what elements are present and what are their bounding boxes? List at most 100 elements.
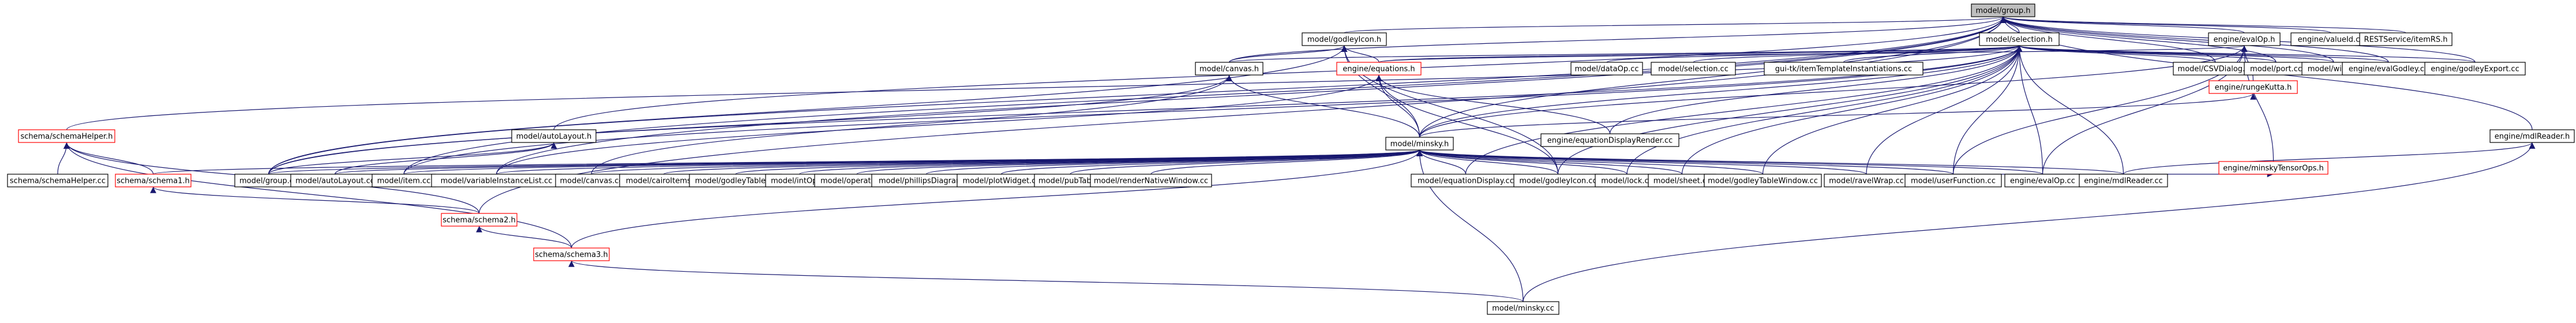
node-restservice-cc[interactable]: RESTService/itemRS.h [2359,32,2453,46]
node-label: model/sheet.cc [1653,177,1711,186]
edge-ravelWrap-cc-to-minsky-h [1416,149,1867,175]
edge-minsky-h-to-canvas-h [1226,74,1420,138]
node-csvdialog-cc[interactable]: model/CSVDialog.cc [2173,62,2258,76]
node-schema1-h[interactable]: schema/schema1.h [115,174,192,187]
node-eqDisplay-cc[interactable]: model/equationDisplay.cc [1411,174,1521,187]
node-evalOp-h[interactable]: engine/evalOp.h [2208,32,2281,46]
node-label: engine/equations.h [1343,65,1415,74]
node-label: model/autoLayout.h [516,133,592,141]
node-godleyIcon-cc[interactable]: model/godleyIcon.cc [1513,174,1603,187]
node-godleyIcon-h[interactable]: model/godleyIcon.h [1302,32,1387,46]
node-label: model/group.h [1976,7,2031,16]
edge-wire-cc-to-group-h [2000,16,2334,63]
node-box [7,174,108,187]
edge-sheet-cc-to-selection-h [1681,45,2023,175]
edge-mdlReader-cc-to-minsky-h [1416,149,2124,175]
node-label: model/godleyIcon.h [1307,36,1381,44]
node-schema2-h[interactable]: schema/schema2.h [441,213,518,227]
node-label: model/pubTab.cc [1038,177,1102,186]
node-label: engine/evalGodley.cc [2349,65,2428,74]
node-label: model/variableInstanceList.cc [441,177,553,186]
edge-evalOp-cc-to-minsky-h [1416,149,2043,175]
node-label: engine/evalOp.cc [2010,177,2075,186]
edge-group-cc-to-group-h [268,16,2007,175]
edge-minsky-h-to-selection-h [1419,45,2023,138]
edge-group-cc-to-canvas-h [268,74,1232,175]
node-group-h[interactable]: model/group.h [1971,3,2035,17]
node-schema3-h[interactable]: schema/schema3.h [533,247,610,261]
edge-eqDisplayRender-cc-to-equations-h [1375,74,1611,134]
node-godleyTable-cc[interactable]: model/godleyTable.cc [689,174,782,187]
edge-lock-cc-to-selection-h [1626,45,2023,175]
edge-pubTab-cc-to-minsky-h [1070,149,1423,175]
node-item-cc[interactable]: model/item.cc [372,174,436,187]
node-evalGodley-cc[interactable]: engine/evalGodley.cc [2342,62,2435,76]
node-label: model/canvas.h [1199,65,1259,74]
node-box [1090,174,1212,187]
node-autoLayout-h[interactable]: model/autoLayout.h [511,129,597,143]
node-ravelWrap-cc[interactable]: model/ravelWrap.cc [1824,174,1909,187]
node-renderNative-cc[interactable]: model/renderNativeWindow.cc [1090,174,1212,187]
node-minsky-cc[interactable]: model/minsky.cc [1487,301,1559,315]
node-box [1904,174,2002,187]
node-schemaHelper-cc[interactable]: schema/schemaHelper.cc [7,174,108,187]
node-label: engine/evalOp.h [2214,36,2275,44]
node-varInstList-cc[interactable]: model/variableInstanceList.cc [431,174,562,187]
node-minskyTensorOps-h[interactable]: engine/minskyTensorOps.h [2218,161,2328,175]
node-label: engine/godleyExport.cc [2431,65,2519,74]
node-box [2489,129,2575,143]
node-godleyTableWindow-cc[interactable]: model/godleyTableWindow.cc [1704,174,1822,187]
node-box [1704,174,1822,187]
node-label: model/item.cc [377,177,431,186]
node-mdlReader-cc[interactable]: engine/mdlReader.cc [2079,174,2168,187]
node-box [533,247,610,261]
edge-godleyIcon-cc-to-minsky-h [1416,149,1559,175]
node-minsky-h[interactable]: model/minsky.h [1385,137,1454,151]
node-label: model/cairoItems.cc [626,177,702,186]
node-selection-h[interactable]: model/selection.h [1979,32,2060,46]
node-label: model/canvas.cc [560,177,623,186]
node-selection-cc[interactable]: model/selection.cc [1651,62,1736,76]
node-dataOp-cc[interactable]: model/dataOp.cc [1570,62,1643,76]
node-godleyExport-cc[interactable]: engine/godleyExport.cc [2424,62,2526,76]
node-autoLayout-cc[interactable]: model/autoLayout.cc [290,174,380,187]
node-userFunction-cc[interactable]: model/userFunction.cc [1904,174,2002,187]
edge-autoLayout-h-to-group-h [553,16,2007,130]
node-rungeKutta-h[interactable]: engine/rungeKutta.h [2208,80,2298,94]
node-label: schema/schema3.h [535,251,608,260]
node-cairoItems-cc[interactable]: model/cairoItems.cc [619,174,708,187]
node-plotWidget-cc[interactable]: model/plotWidget.cc [957,174,1046,187]
node-phillipsDiagram-cc[interactable]: model/phillipsDiagram.cc [871,174,981,187]
edge-userFunction-cc-to-selection-h [1952,45,2023,175]
edge-canvas-cc-to-minsky-h [591,149,1423,175]
edge-schema3-h-to-schema2-h [476,226,572,249]
node-schemaHelper-h[interactable]: schema/schemaHelper.h [18,129,115,143]
node-equations-h[interactable]: engine/equations.h [1336,62,1422,76]
node-tkinst-cc[interactable]: gui-tk/itemTemplateInstantiations.cc [1764,62,1923,76]
node-mdlReader-h[interactable]: engine/mdlReader.h [2489,129,2575,143]
edge-valueId-cc-to-group-h [2000,16,2331,33]
node-box [1540,133,1679,147]
node-box [2208,32,2281,46]
node-canvas-h[interactable]: model/canvas.h [1195,62,1263,76]
node-label: model/godleyTable.cc [695,177,777,186]
edge-csvdialog-cc-to-selection-h [2016,45,2216,63]
node-box [2208,80,2298,94]
edge-canvas-h-to-godleyIcon-h [1228,45,1348,63]
node-evalOp-cc[interactable]: engine/evalOp.cc [2004,174,2081,187]
node-label: model/autoLayout.cc [295,177,374,186]
edge-plotWidget-cc-to-minsky-h [1000,149,1423,175]
edge-schema1-h-to-minsky-h [152,149,1422,175]
node-sheet-cc[interactable]: model/sheet.cc [1648,174,1716,187]
node-box [18,129,115,143]
edge-evalOp-h-to-group-h [2000,16,2245,33]
node-eqDisplayRender-cc[interactable]: engine/equationDisplayRender.cc [1540,133,1679,147]
node-label: model/minsky.h [1390,140,1449,149]
edge-varInstList-cc-to-equations-h [496,74,1382,175]
node-port-cc[interactable]: model/port.cc [2244,62,2308,76]
node-canvas-cc[interactable]: model/canvas.cc [555,174,628,187]
node-box [1570,62,1643,76]
node-valueId-cc[interactable]: engine/valueId.cc [2290,32,2371,46]
node-box [2424,62,2526,76]
